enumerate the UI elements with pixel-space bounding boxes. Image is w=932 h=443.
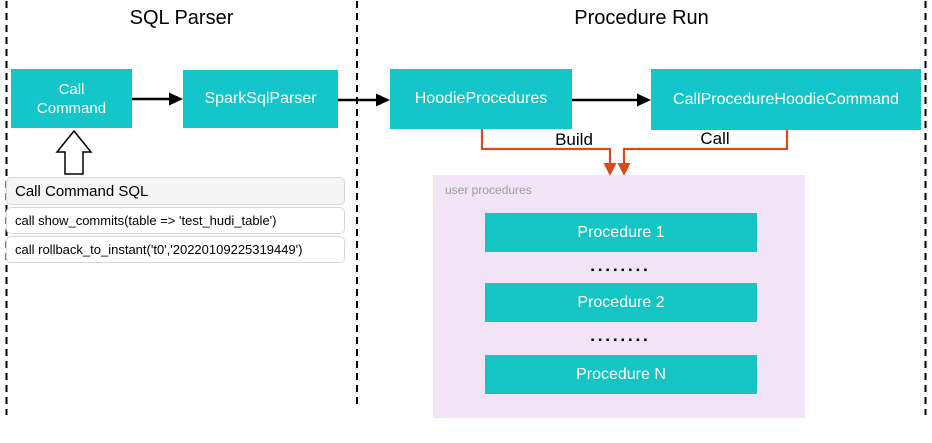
flow-arrow-sparksqlparser-to-hoodieprocedures [338,93,390,107]
sql-example-row: call show_commits(table => 'test_hudi_ta… [6,207,345,234]
node-spark-sql-parser-label: SparkSqlParser [204,90,317,107]
node-procedure-2-label: Procedure 2 [577,293,665,311]
node-call-procedure-hoodie-command-label: CallProcedureHoodieCommand [673,90,899,108]
arrowhead-icon [376,93,390,107]
node-hoodie-procedures-label: HoodieProcedures [414,90,548,107]
node-spark-sql-parser: SparkSqlParser [183,70,338,128]
up-arrow-icon [55,129,93,175]
arrowhead-icon [169,92,183,106]
ellipsis-dots: ▪▪▪▪▪▪▪▪ [590,335,652,346]
arrowhead-icon [637,93,651,107]
call-edge-label: Call [700,129,730,148]
ellipsis-dots: ▪▪▪▪▪▪▪▪ [590,265,652,276]
user-procedures-label: user procedures [445,183,532,197]
sql-example-rollback-to-instant: call rollback_to_instant('t0','202201092… [15,242,303,257]
flow-arrow-hoodieprocedures-to-callprocedurehoodiecommand [572,93,651,107]
build-edge-label: Build [555,130,593,149]
sql-panel-header-label: Call Command SQL [15,182,149,200]
node-procedure-1: Procedure 1 [485,213,757,252]
node-procedure-n-label: Procedure N [576,365,666,383]
node-call-procedure-hoodie-command: CallProcedureHoodieCommand [651,69,921,130]
node-procedure-1-label: Procedure 1 [577,223,665,241]
node-procedure-2: Procedure 2 [485,283,757,322]
sql-example-show-commits: call show_commits(table => 'test_hudi_ta… [15,213,277,228]
build-connector [480,129,617,176]
sql-panel-header: Call Command SQL [6,177,345,205]
section-title-sql-parser: SQL Parser [129,7,234,29]
arrowhead-icon [603,163,617,176]
node-procedure-n: Procedure N [485,355,757,394]
section-title-procedure-run: Procedure Run [574,7,709,29]
node-call-command: Call Command [11,69,132,128]
sql-example-row: call rollback_to_instant('t0','202201092… [6,236,345,263]
flow-arrow-callcommand-to-sparksqlparser [132,92,183,106]
node-hoodie-procedures: HoodieProcedures [390,69,572,129]
arrowhead-icon [617,163,631,176]
user-procedures-panel: user procedures Procedure 1 ▪▪▪▪▪▪▪▪ Pro… [433,175,805,418]
call-connector [617,130,789,176]
node-call-command-label: Call Command [36,80,107,117]
